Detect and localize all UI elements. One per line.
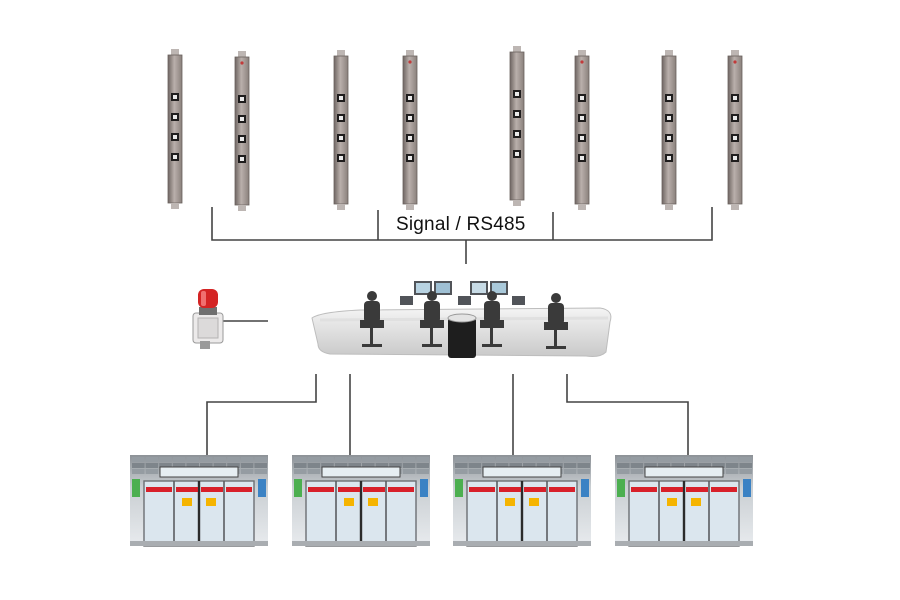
platform4-line bbox=[566, 374, 689, 455]
sensor-bar-icon bbox=[167, 49, 183, 209]
sensor-bar-icon bbox=[234, 51, 250, 211]
sensor-array bbox=[167, 46, 743, 211]
signal-label: Signal bbox=[396, 214, 451, 235]
platform-screen-door-icon bbox=[292, 455, 430, 547]
signal-rs485-label: Signal / RS485 bbox=[394, 214, 528, 236]
signal-separator: / bbox=[450, 214, 467, 235]
sensor-bar-icon bbox=[574, 50, 590, 210]
platform1-line bbox=[206, 374, 317, 455]
sensor-bar-icon bbox=[333, 50, 349, 210]
monitor-wall bbox=[400, 281, 525, 305]
sensor-bus-line bbox=[211, 207, 713, 241]
operators bbox=[360, 291, 568, 349]
platform-panels bbox=[130, 455, 753, 547]
control-room-console-icon bbox=[311, 281, 612, 358]
sensor-bar-icon bbox=[661, 50, 677, 210]
protocol-label: RS485 bbox=[466, 214, 526, 235]
alarm-beacon-icon bbox=[192, 289, 224, 349]
sensor-bar-icon bbox=[509, 46, 525, 206]
sensor-bar-icon bbox=[402, 50, 418, 210]
connection-lines bbox=[206, 207, 713, 455]
sensor-bar-icon bbox=[727, 50, 743, 210]
platform-screen-door-icon bbox=[615, 455, 753, 547]
platform-screen-door-icon bbox=[453, 455, 591, 547]
platform-screen-door-icon bbox=[130, 455, 268, 547]
